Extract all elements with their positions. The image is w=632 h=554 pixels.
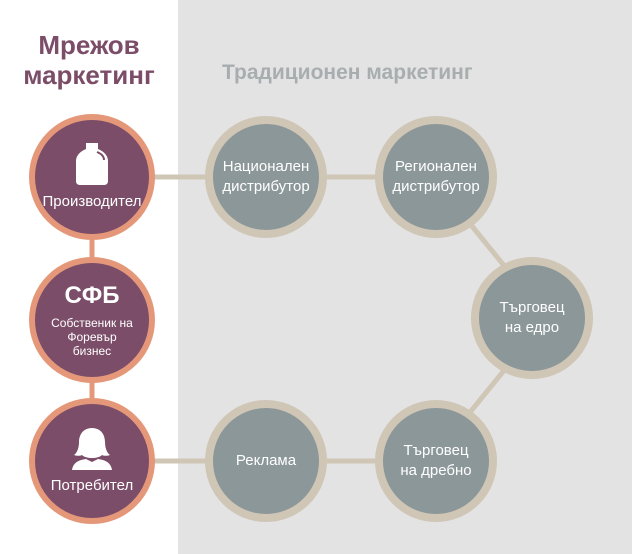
node-fbo-line2: Форевър xyxy=(67,330,117,344)
traditional-marketing-heading: Традиционен маркетинг xyxy=(222,61,473,84)
node-retailer: Търговец на дребно xyxy=(375,400,497,522)
node-retail-line2: на дребно xyxy=(400,462,472,479)
person-icon xyxy=(72,428,112,470)
node-fbo-line1: Собственик на xyxy=(51,316,133,330)
node-producer: Производител xyxy=(29,114,155,240)
node-national-distributor: Национален дистрибутор xyxy=(205,116,327,238)
node-retail-line1: Търговец xyxy=(403,442,469,459)
node-advertising: Реклама xyxy=(205,400,327,522)
node-consumer: Потребител xyxy=(29,398,155,524)
node-fbo: СФБ Собственик на Форевър бизнес xyxy=(29,257,155,383)
node-regional-distributor: Регионален дистрибутор xyxy=(375,116,497,238)
connector-regional-wholesale xyxy=(465,218,508,270)
node-advertising-label: Реклама xyxy=(235,452,297,469)
connector-wholesale-retail xyxy=(465,366,508,418)
network-marketing-heading: Мрежов маркетинг xyxy=(0,30,178,90)
node-wholesaler: Търговец на едро xyxy=(471,257,593,379)
network-heading-line1: Мрежов xyxy=(38,30,140,60)
node-fbo-line3: бизнес xyxy=(72,344,112,358)
node-wholesale-line2: на едро xyxy=(504,319,560,336)
node-national-line1: Национален xyxy=(222,158,310,175)
bottle-icon xyxy=(76,143,108,185)
node-regional-line2: дистрибутор xyxy=(392,178,480,195)
node-regional-line1: Регионален xyxy=(395,158,477,175)
node-producer-label: Производител xyxy=(42,193,142,210)
network-heading-line2: маркетинг xyxy=(23,60,155,90)
node-national-line2: дистрибутор xyxy=(222,178,310,195)
node-wholesale-line1: Търговец xyxy=(499,299,565,316)
node-consumer-label: Потребител xyxy=(50,477,134,494)
node-fbo-abbr: СФБ xyxy=(64,282,120,309)
